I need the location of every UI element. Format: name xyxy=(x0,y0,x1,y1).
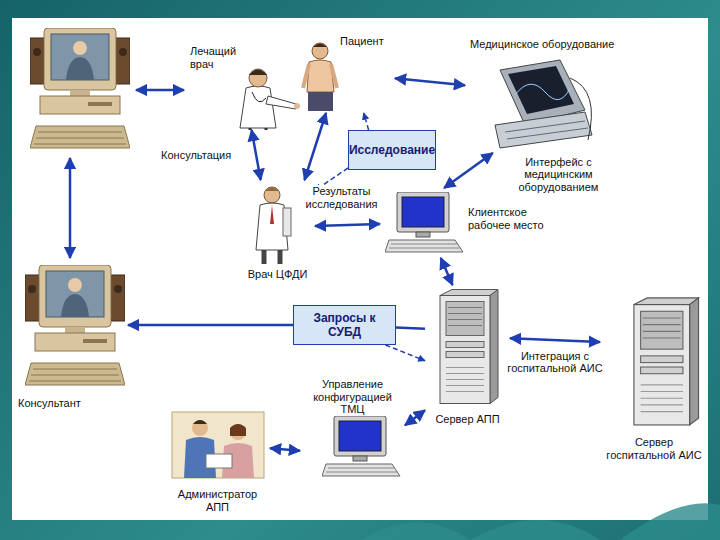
patient-node: Пациент xyxy=(300,35,395,113)
connector-arrow xyxy=(252,130,261,180)
person-node: Администратор АПП xyxy=(165,408,270,515)
node-caption: Клиентское рабочее место xyxy=(468,206,544,231)
connector-arrow xyxy=(396,327,425,328)
equipment-node: Медицинское оборудование xyxy=(465,38,640,153)
doctor-node: Лечащий врач xyxy=(190,45,295,130)
edge-label: Консультация xyxy=(159,149,233,162)
box-text: Запросы к СУБД xyxy=(300,311,389,340)
node-caption: Медицинское оборудование xyxy=(470,38,638,51)
process-box: Запросы к СУБД xyxy=(293,305,396,345)
computer-node: Управление конфигурацией ТМЦ xyxy=(300,378,405,483)
panel xyxy=(12,18,708,520)
server-node: Сервер госпитальной АИС xyxy=(600,288,708,473)
node-caption: Администратор АПП xyxy=(165,488,270,513)
connector-arrow xyxy=(270,448,300,451)
node-caption: Управление конфигурацией ТМЦ xyxy=(300,378,405,416)
node-caption: Консультант xyxy=(18,397,128,410)
layout-arrow xyxy=(70,90,184,258)
node-caption: Сервер госпитальной АИС xyxy=(600,436,708,461)
workstation-node: Клиентское рабочее место xyxy=(380,188,545,258)
node-caption: Лечащий врач xyxy=(190,45,252,70)
edge-label: Интеграция с госпитальной АИС xyxy=(504,350,606,375)
connector-arrow xyxy=(305,113,326,180)
connector-arrow xyxy=(510,338,600,342)
patient-figure xyxy=(303,43,337,111)
node-caption: Сервер АПП xyxy=(425,413,510,426)
dashed-arrow xyxy=(385,345,425,361)
computer-icon xyxy=(25,28,463,476)
edge-label: Результаты исследования xyxy=(298,185,386,210)
node-caption: Врач ЦФДИ xyxy=(240,268,315,281)
connector-arrow xyxy=(315,224,380,226)
doctor-figure xyxy=(240,69,300,130)
dashed-arrow xyxy=(364,113,369,130)
connector-arrow xyxy=(444,153,493,188)
computer-node: Консультант xyxy=(18,262,128,412)
decoration xyxy=(360,503,720,540)
connector-arrow xyxy=(128,324,293,327)
server-node: Сервер АПП xyxy=(425,285,510,435)
cfdi-doctor-figure xyxy=(256,187,291,264)
node-caption: Пациент xyxy=(340,35,395,48)
administrator-picture xyxy=(172,412,264,478)
edge-label: Интерфейс с медицинским оборудованием xyxy=(500,156,616,194)
box-text: Исследование xyxy=(349,143,435,157)
connector-arrow xyxy=(405,410,425,425)
connector-arrow xyxy=(395,78,465,85)
connector-arrow xyxy=(441,258,453,285)
server-icon xyxy=(440,290,699,425)
process-box: Исследование xyxy=(348,130,436,170)
medical-equipment xyxy=(495,60,592,148)
